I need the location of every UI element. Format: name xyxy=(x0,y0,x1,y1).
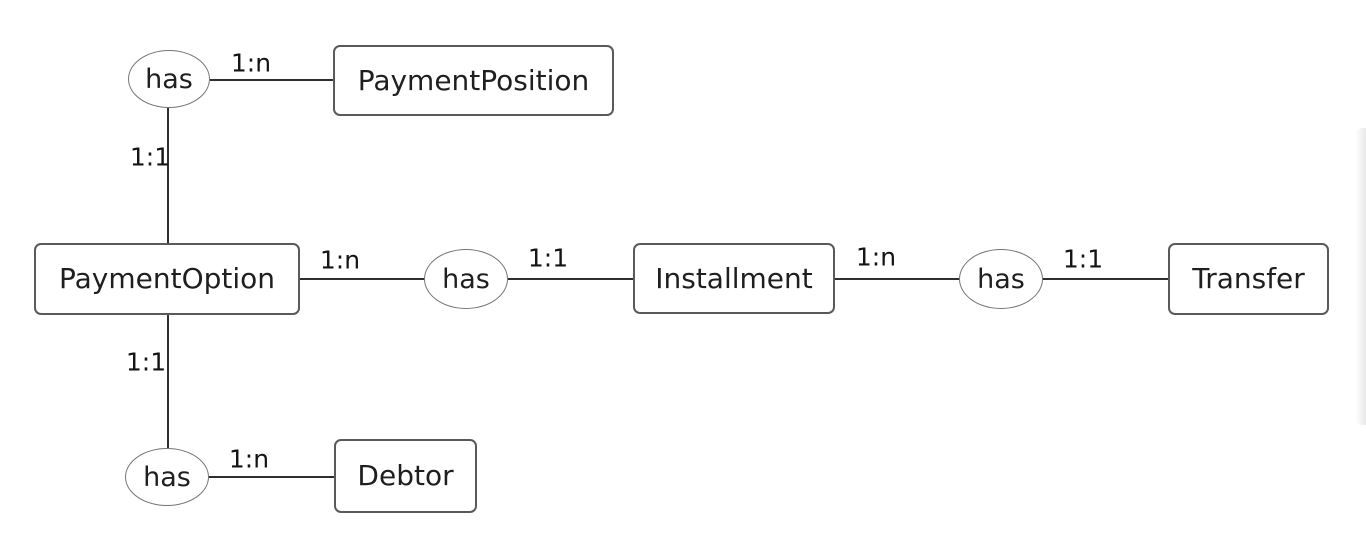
entity-payment-position: PaymentPosition xyxy=(333,45,614,116)
cardinality-hasbottom-debtor: 1:n xyxy=(228,444,270,474)
cardinality-hastop-paymentposition: 1:n xyxy=(230,48,272,78)
entity-label: Installment xyxy=(655,261,813,295)
relationship-label: has xyxy=(977,263,1025,295)
cardinality-hasmid-installment: 1:1 xyxy=(527,243,569,273)
entity-label: PaymentPosition xyxy=(357,63,590,97)
entity-payment-option: PaymentOption xyxy=(34,243,300,315)
entity-label: PaymentOption xyxy=(58,262,276,295)
relationship-has-mid-1: has xyxy=(424,249,508,309)
entity-installment: Installment xyxy=(633,243,835,314)
relationship-label: has xyxy=(442,263,490,295)
entity-label: Debtor xyxy=(357,459,454,492)
cardinality-paymentoption-hasmid: 1:n xyxy=(319,245,361,275)
relationship-label: has xyxy=(145,63,193,95)
cardinality-hasmid2-transfer: 1:1 xyxy=(1062,244,1104,274)
entity-label: Transfer xyxy=(1192,262,1305,295)
relationship-label: has xyxy=(143,461,191,493)
entity-debtor: Debtor xyxy=(334,439,477,513)
relationship-has-bottom: has xyxy=(125,448,209,506)
cardinality-installment-hasmid2: 1:n xyxy=(855,242,897,272)
entity-transfer: Transfer xyxy=(1168,243,1329,315)
relationship-has-top: has xyxy=(128,50,210,108)
cardinality-hastop-paymentoption: 1:1 xyxy=(129,142,171,172)
relationship-has-mid-2: has xyxy=(959,249,1043,309)
cardinality-paymentoption-hasbottom: 1:1 xyxy=(125,347,167,377)
scrollbar-thumb[interactable] xyxy=(1355,128,1366,425)
